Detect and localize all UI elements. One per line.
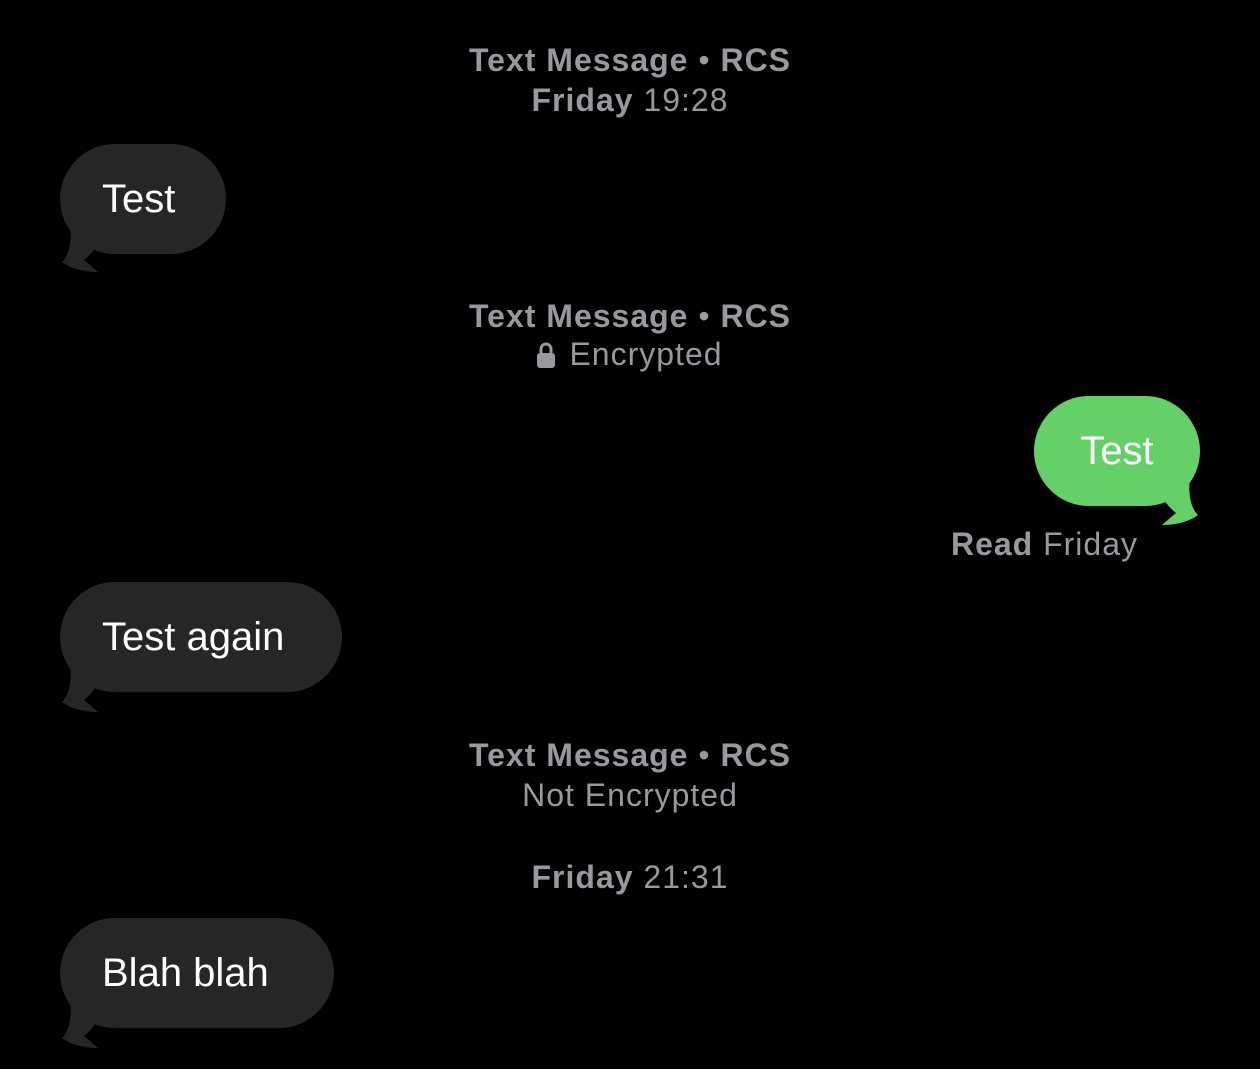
protocol-label: RCS	[720, 737, 792, 773]
timestamp-time: 19:28	[643, 82, 729, 118]
timestamp-day: Friday	[531, 82, 634, 118]
protocol-label: RCS	[720, 298, 792, 334]
conversation-header-1: Text Message • RCS Friday 19:28	[0, 40, 1260, 120]
message-text: Blah blah	[102, 951, 269, 995]
read-label: Read	[950, 526, 1034, 562]
encryption-status: Encrypted	[569, 336, 723, 372]
conversation-header-2: Text Message • RCS Encrypted	[0, 296, 1260, 374]
timestamp-divider: Friday 21:31	[0, 857, 1260, 897]
read-time: Friday	[1043, 526, 1138, 562]
service-line: Text Message • RCS	[0, 735, 1260, 775]
message-bubble[interactable]: Test again	[60, 582, 342, 692]
encryption-status-line: Encrypted	[0, 334, 1260, 374]
timestamp-day: Friday	[531, 859, 634, 895]
message-bubble[interactable]: Test	[1034, 396, 1200, 506]
encryption-status: Not Encrypted	[522, 777, 738, 813]
conversation-header-3: Text Message • RCS Not Encrypted	[0, 735, 1260, 815]
message-text: Test	[1080, 429, 1154, 473]
service-line: Text Message • RCS	[0, 296, 1260, 336]
separator-dot: •	[698, 298, 711, 334]
service-line: Text Message • RCS	[0, 40, 1260, 80]
separator-dot: •	[698, 737, 711, 773]
message-bubble[interactable]: Test	[60, 144, 226, 254]
timestamp-time: 21:31	[643, 859, 729, 895]
service-label: Text Message	[468, 737, 689, 773]
timestamp-line: Friday 19:28	[0, 80, 1260, 120]
service-label: Text Message	[468, 42, 689, 78]
message-text: Test	[102, 177, 176, 221]
service-label: Text Message	[468, 298, 689, 334]
lock-icon	[537, 342, 556, 368]
message-text: Test again	[102, 615, 285, 659]
separator-dot: •	[698, 42, 711, 78]
message-bubble[interactable]: Blah blah	[60, 918, 334, 1028]
read-receipt: Read Friday	[940, 524, 1138, 564]
protocol-label: RCS	[720, 42, 792, 78]
